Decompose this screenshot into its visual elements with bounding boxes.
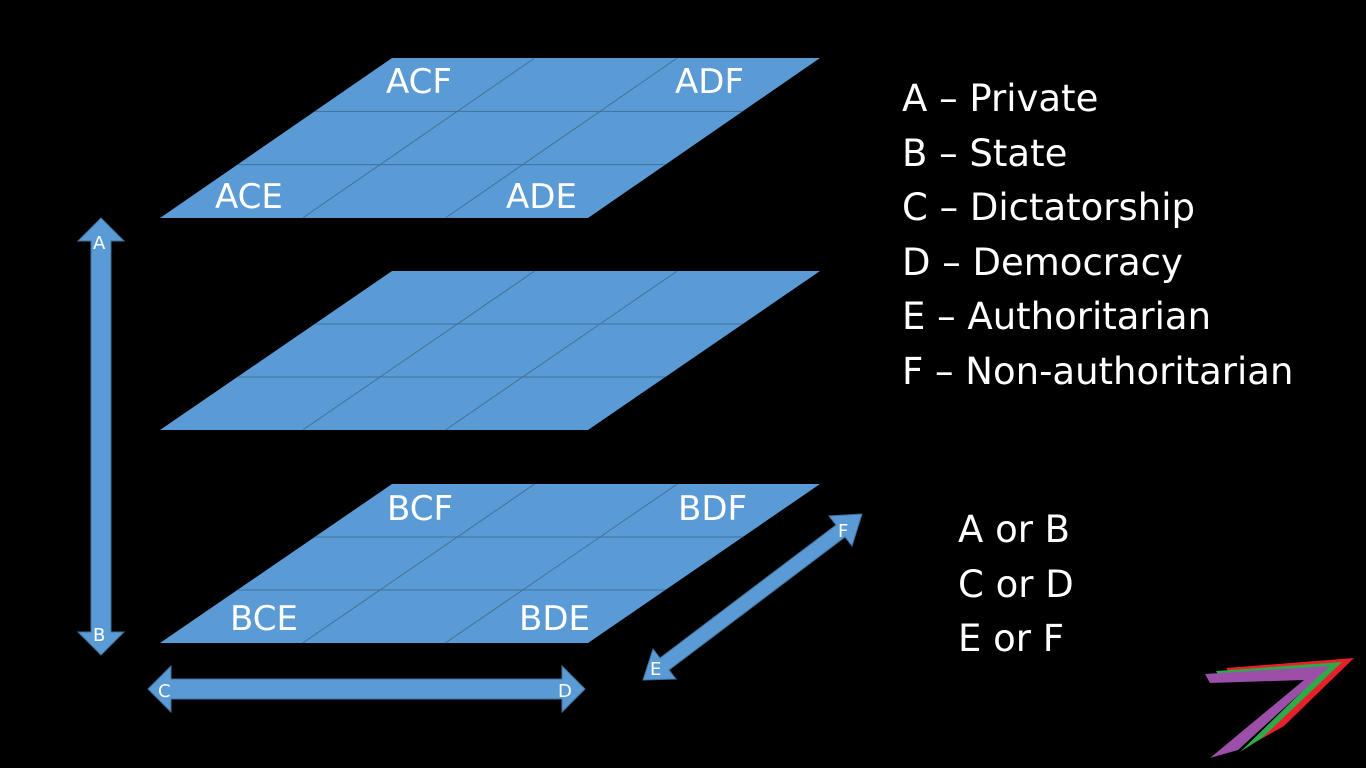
axis-label-b: B	[93, 625, 105, 646]
cell-label-ade: ADE	[506, 177, 577, 217]
axis-label-c: C	[158, 681, 171, 702]
cell-label-bdf: BDF	[678, 489, 747, 529]
legend-item: E – Authoritarian	[902, 295, 1212, 338]
legend-item: A – Private	[902, 77, 1099, 120]
cell-label-bde: BDE	[519, 599, 590, 639]
axis-label-d: D	[558, 681, 572, 702]
cell-label-acf: ACF	[386, 62, 452, 102]
plane-surface	[160, 484, 820, 643]
axis-label-a: A	[93, 233, 106, 254]
legend-list: A – Private B – State C – Dictatorship D…	[902, 72, 1293, 399]
plane-grid-line	[445, 57, 678, 219]
logo-icon	[1205, 658, 1354, 758]
legend-item: B – State	[902, 131, 1068, 175]
axis-label-f: F	[838, 521, 848, 542]
plane-grid-line	[302, 57, 535, 219]
choices-list: A or B C or D E or F	[958, 503, 1074, 667]
plane-surface	[160, 271, 820, 430]
plane-middle	[160, 270, 820, 431]
plane-grid-line	[445, 270, 678, 431]
plane-grid-line	[445, 483, 678, 644]
plane-grid-line	[302, 483, 535, 644]
axis-arrow-horizontal	[147, 664, 586, 714]
cell-label-adf: ADF	[675, 62, 744, 102]
cell-label-bce: BCE	[230, 599, 298, 639]
legend-item: D – Democracy	[902, 240, 1183, 284]
axis-label-e: E	[650, 659, 661, 680]
choice-item: E or F	[958, 617, 1065, 660]
choice-item: A or B	[958, 508, 1071, 551]
plane-bottom	[160, 483, 820, 644]
legend-item: C – Dictatorship	[902, 186, 1196, 229]
plane-surface	[160, 58, 820, 218]
axis-arrow-depth	[642, 513, 863, 681]
cell-label-bcf: BCF	[387, 489, 453, 529]
axis-arrow-vertical	[76, 217, 126, 656]
cell-label-ace: ACE	[215, 177, 283, 217]
plane-top	[160, 57, 820, 219]
plane-grid-line	[302, 270, 535, 431]
choice-item: C or D	[958, 562, 1074, 606]
legend-item: F – Non-authoritarian	[902, 349, 1294, 393]
